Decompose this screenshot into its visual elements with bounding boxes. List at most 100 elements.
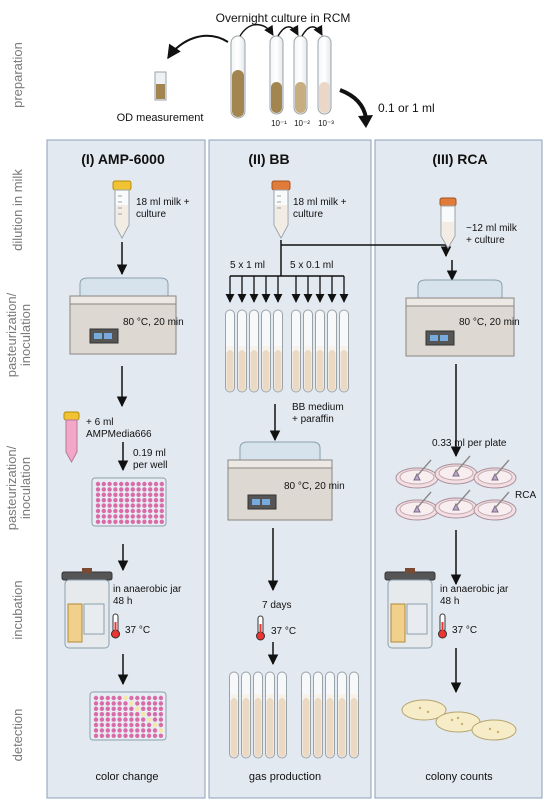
well: [99, 733, 105, 738]
well: [159, 514, 164, 519]
well: [152, 722, 158, 728]
well: [141, 733, 146, 738]
water-bath-icon: [405, 279, 515, 357]
well: [141, 712, 146, 717]
bb-tube: [313, 671, 323, 759]
well: [148, 514, 153, 519]
well: [99, 701, 105, 706]
well: [93, 728, 99, 733]
well: [117, 717, 122, 722]
well: [141, 695, 146, 701]
well: [148, 498, 153, 503]
well: [95, 487, 101, 492]
well: [148, 508, 153, 514]
well: [93, 701, 99, 706]
bb-tube: [349, 671, 359, 759]
well: [152, 728, 158, 733]
well: [99, 706, 105, 711]
well: [136, 503, 141, 508]
split-arrows: [225, 276, 349, 303]
well: [124, 487, 130, 492]
well: [129, 706, 134, 711]
col1-temp-label: 37 °C: [125, 625, 150, 636]
well: [107, 514, 112, 519]
well: [135, 728, 140, 733]
well: [124, 498, 130, 503]
well: [111, 728, 116, 733]
od-arrow: [167, 34, 229, 60]
well: [141, 717, 146, 722]
well: [99, 722, 105, 728]
well: [119, 503, 124, 508]
well: [136, 492, 141, 497]
well: [105, 712, 111, 717]
well: [107, 492, 112, 497]
col1-result-label: color change: [96, 771, 159, 783]
well: [99, 728, 105, 733]
well: [107, 503, 112, 508]
well: [123, 728, 128, 733]
bb-tube: [291, 309, 301, 393]
well: [146, 712, 152, 717]
well: [123, 717, 128, 722]
well: [117, 706, 122, 711]
side-label-detection: detection: [10, 709, 25, 762]
well: [136, 481, 141, 487]
col1-milk-label-2: culture: [136, 209, 166, 220]
thermometer-icon: [111, 613, 120, 639]
col3-agar-label: RCA: [515, 490, 536, 501]
well: [159, 508, 164, 514]
well: [130, 514, 135, 519]
well: [99, 717, 105, 722]
well: [93, 717, 99, 722]
dilution-tube-2: [293, 35, 308, 115]
bb-tube: [325, 671, 335, 759]
col2-result-label: gas production: [249, 771, 321, 783]
side-labels: preparation dilution in milk pasteurizat…: [4, 42, 33, 761]
well: [130, 492, 135, 497]
well: [95, 519, 101, 524]
well: [129, 695, 134, 701]
well-plate-icon: [91, 477, 167, 527]
well: [93, 706, 99, 711]
well: [107, 508, 112, 514]
bb-tubes-top: [225, 309, 349, 393]
well: [93, 695, 99, 701]
well: [123, 706, 128, 711]
well: [93, 733, 99, 738]
petri-dish-icon: [434, 455, 478, 485]
col1-volume-label-2: per well: [133, 460, 167, 471]
well: [159, 492, 164, 497]
bb-tube: [249, 309, 259, 393]
well: [123, 722, 128, 728]
water-bath-icon: [69, 277, 177, 355]
well: [111, 701, 116, 706]
well: [111, 695, 116, 701]
well: [99, 712, 105, 717]
well: [136, 498, 141, 503]
well: [117, 701, 122, 706]
well: [101, 503, 107, 508]
well: [129, 722, 134, 728]
well: [117, 728, 122, 733]
well: [101, 487, 107, 492]
well: [123, 712, 128, 717]
well: [113, 519, 118, 524]
well: [117, 733, 122, 738]
well: [113, 508, 118, 514]
well: [148, 519, 153, 524]
well: [152, 733, 158, 738]
well: [107, 487, 112, 492]
well: [135, 695, 140, 701]
falcon-tube-icon: [439, 197, 457, 249]
well: [105, 717, 111, 722]
well: [158, 728, 164, 733]
thermometer-icon: [256, 615, 265, 641]
well: [146, 728, 152, 733]
well: [130, 487, 135, 492]
well: [124, 508, 130, 514]
well: [130, 519, 135, 524]
bb-tube: [315, 309, 325, 393]
col3-incubation-label-2: 48 h: [440, 596, 459, 607]
